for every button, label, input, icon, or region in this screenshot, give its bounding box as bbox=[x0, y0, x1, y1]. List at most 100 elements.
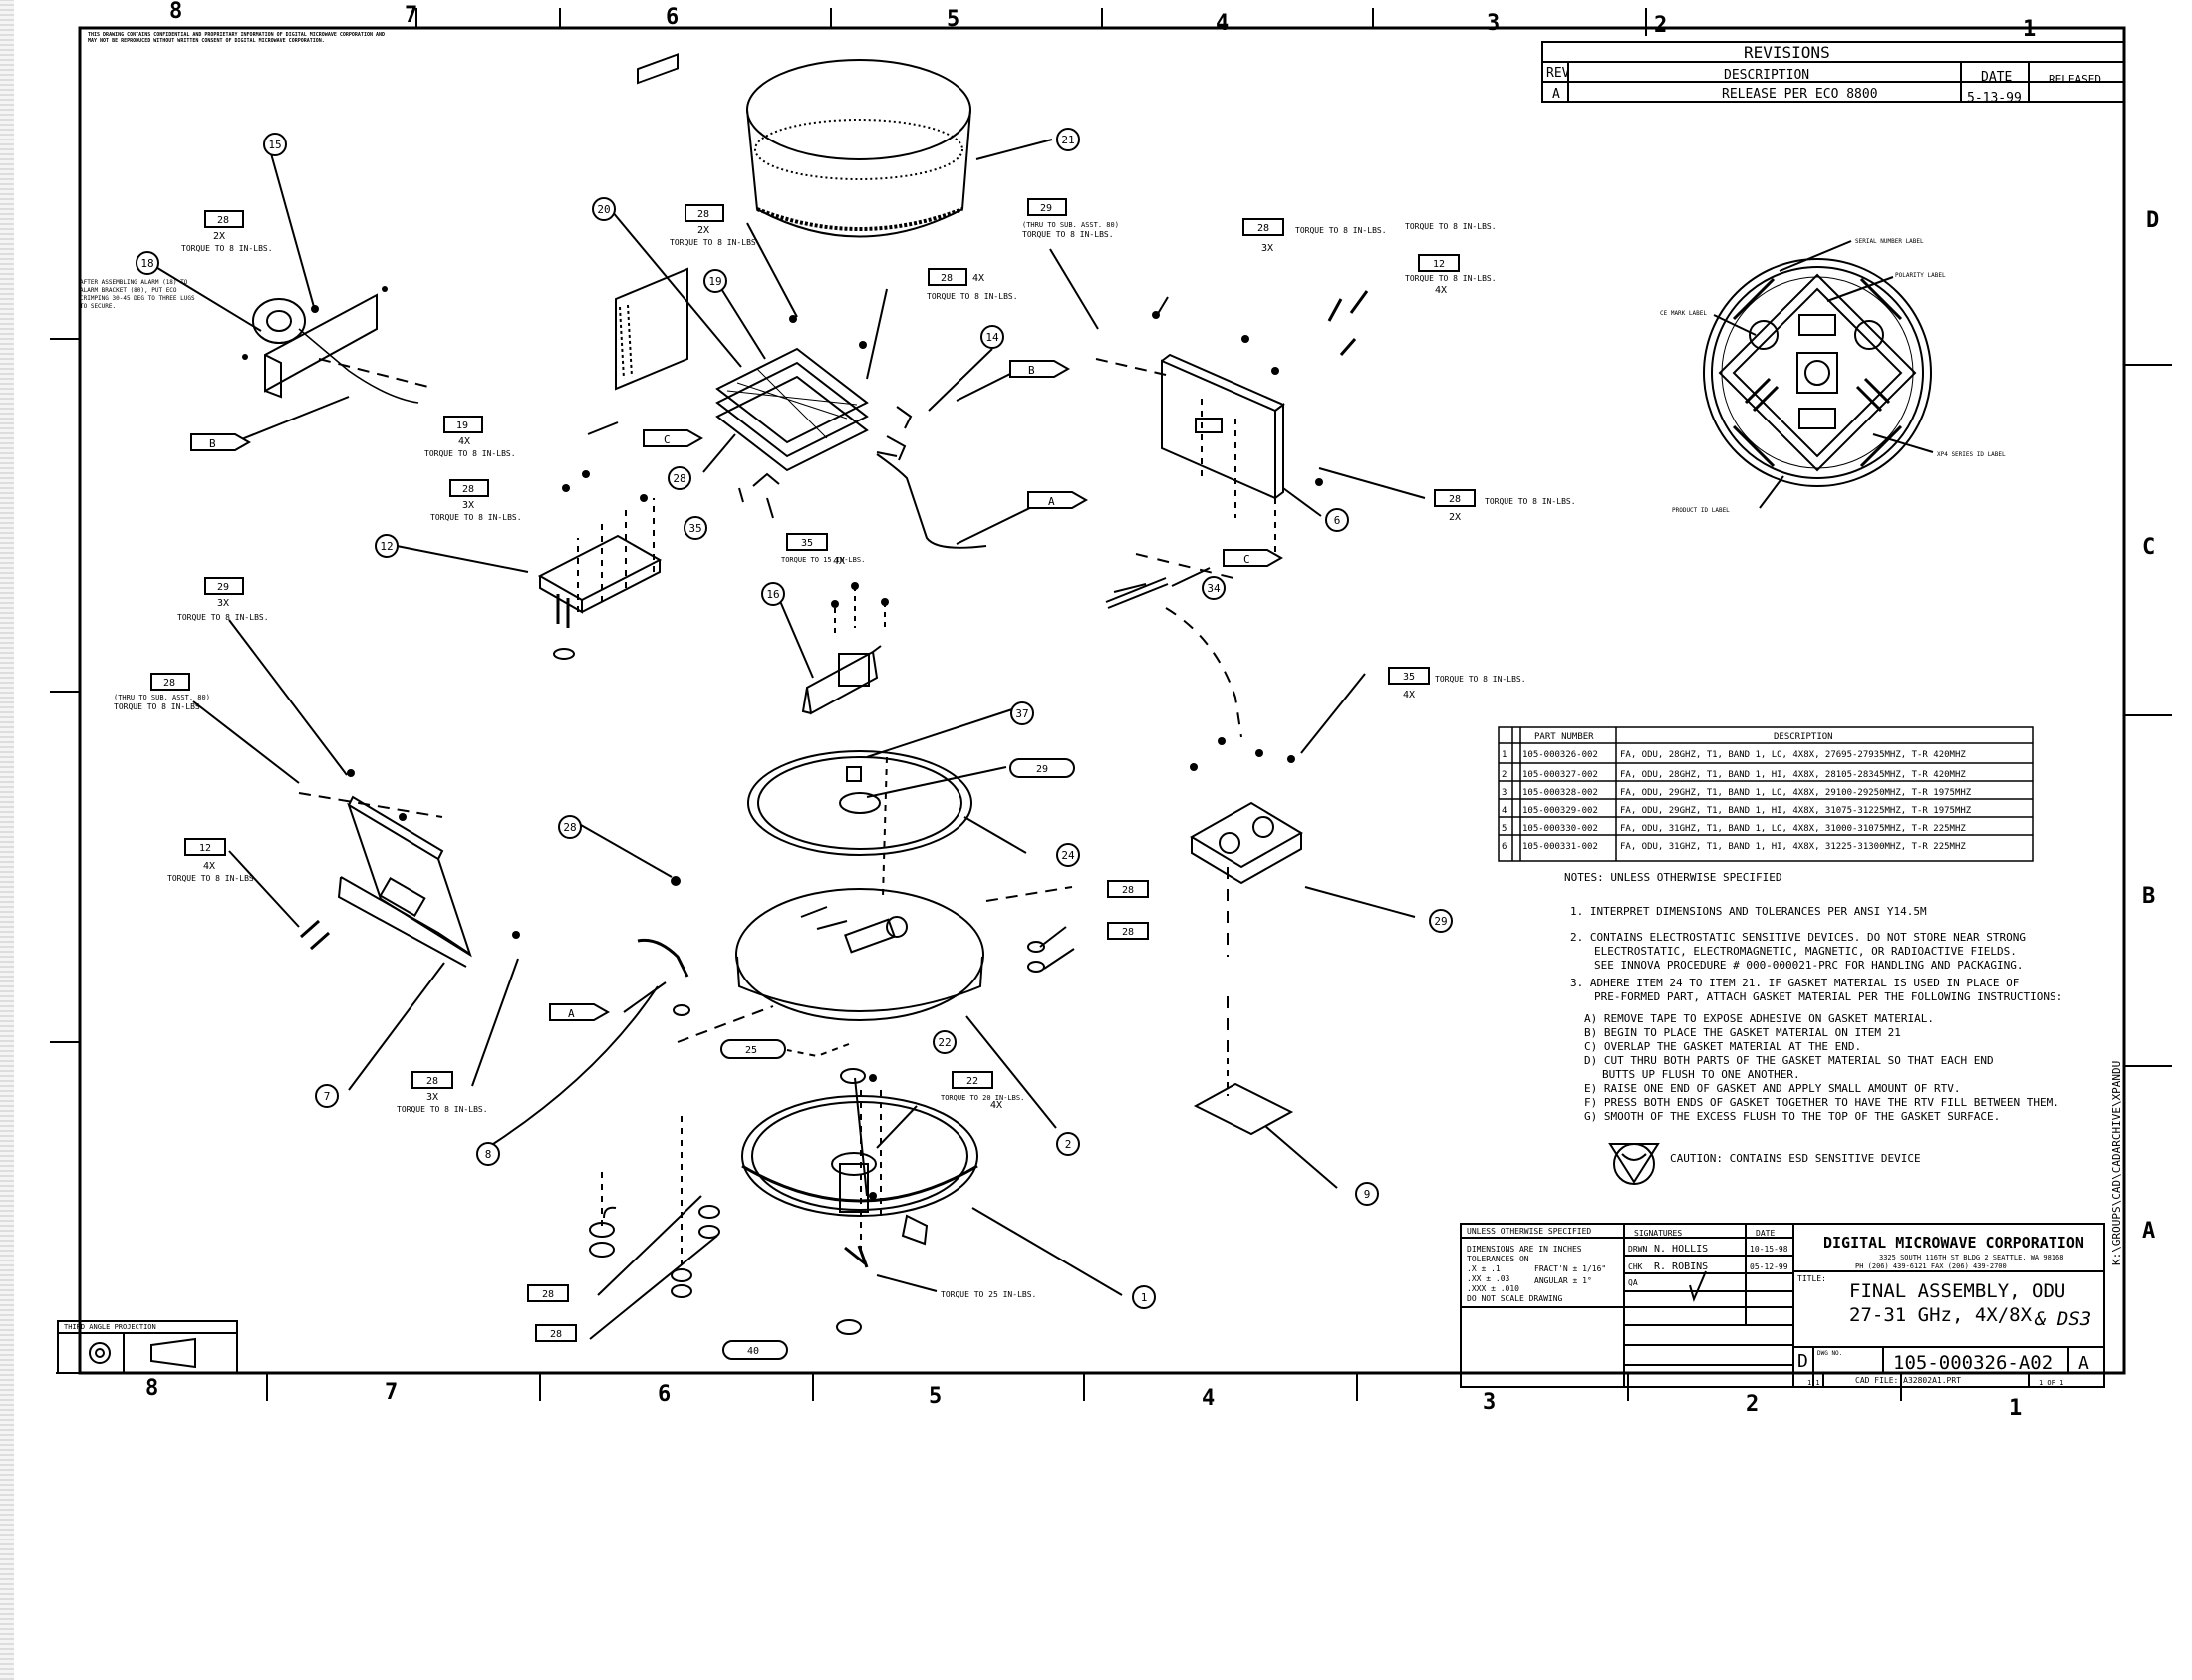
leader-7 bbox=[348, 962, 445, 1091]
balloon-24: 24 bbox=[1056, 843, 1080, 867]
svg-text:TORQUE TO 8 IN-LBS.: TORQUE TO 8 IN-LBS. bbox=[670, 238, 761, 247]
zone-right-d: D bbox=[2146, 208, 2159, 233]
flag-b-top: B bbox=[190, 433, 252, 451]
tb-tol2: .XX ± .03 bbox=[1467, 1274, 1510, 1283]
third-angle-projection bbox=[57, 1320, 238, 1374]
tb-handwritten: & DS3 bbox=[2034, 1308, 2091, 1330]
svg-text:TORQUE TO 8 IN-LBS.: TORQUE TO 8 IN-LBS. bbox=[167, 874, 259, 883]
tb-angular: ANGULAR ± 1° bbox=[1534, 1276, 1592, 1285]
svg-text:TORQUE TO 8 IN-LBS.: TORQUE TO 8 IN-LBS. bbox=[181, 244, 273, 253]
balloon-22: 22 bbox=[933, 1030, 957, 1054]
svg-text:TORQUE TO 8 IN-LBS.: TORQUE TO 8 IN-LBS. bbox=[430, 513, 522, 522]
part-row-1-num: 1 bbox=[1502, 750, 1507, 760]
note-d2: BUTTS UP FLUSH TO ONE ANOTHER. bbox=[1602, 1068, 1800, 1081]
note-c: C) OVERLAP THE GASKET MATERIAL AT THE EN… bbox=[1584, 1040, 1861, 1053]
svg-text:21: 21 bbox=[1061, 134, 1074, 146]
rev-header: REV bbox=[1546, 66, 1570, 81]
zone-bottom-5: 5 bbox=[929, 1384, 942, 1409]
zone-bottom-8: 8 bbox=[145, 1376, 158, 1401]
leader-29-right bbox=[1304, 886, 1416, 918]
tb-title-label: TITLE: bbox=[1797, 1274, 1826, 1283]
leader-18-lower bbox=[471, 958, 519, 1087]
part-row-5-num: 5 bbox=[1502, 824, 1507, 834]
box-left-frame: 29 3X TORQUE TO 8 IN-LBS. bbox=[177, 577, 269, 622]
svg-text:28: 28 bbox=[1257, 223, 1269, 234]
part-row-2-pn: 105-000327-002 bbox=[1522, 770, 1598, 780]
svg-text:28: 28 bbox=[941, 273, 953, 284]
balloon-16: 16 bbox=[761, 582, 785, 606]
filter-module bbox=[1190, 801, 1303, 885]
svg-text:C: C bbox=[1243, 553, 1250, 566]
checkmark bbox=[1689, 1270, 1707, 1302]
pcb-lower-left bbox=[537, 534, 663, 660]
tb-address2: PH (206) 439-6121 FAX (206) 439-2700 bbox=[1855, 1262, 2007, 1270]
alarm-bracket bbox=[252, 293, 419, 404]
leader-16 bbox=[776, 593, 814, 679]
leader-19 bbox=[714, 278, 766, 360]
svg-text:19: 19 bbox=[456, 420, 468, 431]
part-row-2-desc: FA, ODU, 28GHZ, T1, BAND 1, HI, 4X8X, 28… bbox=[1620, 770, 1966, 780]
leader-xpic-label bbox=[1872, 433, 1934, 453]
hardware bbox=[242, 286, 1323, 1200]
svg-text:29: 29 bbox=[1434, 915, 1447, 928]
zone-bottom-7: 7 bbox=[385, 1380, 398, 1405]
note-d1: D) CUT THRU BOTH PARTS OF THE GASKET MAT… bbox=[1584, 1054, 1994, 1067]
balloon-20: 20 bbox=[592, 197, 616, 221]
svg-text:1: 1 bbox=[1141, 1291, 1148, 1304]
svg-text:4X: 4X bbox=[833, 556, 845, 567]
tb-cad: CAD FILE: A32802A1.PRT bbox=[1855, 1376, 1961, 1385]
svg-text:18: 18 bbox=[140, 257, 153, 270]
leader-35-right bbox=[1300, 673, 1366, 754]
svg-text:20: 20 bbox=[597, 203, 610, 216]
svg-text:14: 14 bbox=[985, 331, 999, 344]
note-2a: 2. CONTAINS ELECTROSTATIC SENSITIVE DEVI… bbox=[1570, 931, 2026, 944]
note-a: A) REMOVE TAPE TO EXPOSE ADHESIVE ON GAS… bbox=[1584, 1012, 1934, 1025]
parts-table bbox=[1498, 726, 2034, 862]
leader-polarity-label bbox=[1826, 276, 1894, 302]
svg-text:6: 6 bbox=[1334, 514, 1341, 527]
tb-noscale: DO NOT SCALE DRAWING bbox=[1467, 1294, 1563, 1303]
balloon-35: 35 bbox=[684, 516, 707, 540]
leader-a-lower bbox=[623, 981, 667, 1013]
balloon-2: 2 bbox=[1056, 1132, 1080, 1156]
leader-21 bbox=[975, 139, 1053, 160]
leader-24 bbox=[963, 816, 1027, 854]
tb-company: DIGITAL MICROWAVE CORPORATION bbox=[1823, 1234, 2084, 1252]
chassis-plate bbox=[735, 888, 984, 1021]
balloon-9: 9 bbox=[1355, 1182, 1379, 1206]
date-header: DATE bbox=[1981, 70, 2012, 85]
svg-text:TORQUE TO 8 IN-LBS.: TORQUE TO 8 IN-LBS. bbox=[397, 1105, 488, 1114]
box-circulator: 35 TORQUE TO 15 IN-LBS. 4X bbox=[781, 533, 865, 567]
part-row-6-num: 6 bbox=[1502, 842, 1507, 852]
tb-tolerances: TOLERANCES ON bbox=[1467, 1255, 1529, 1263]
parts-header-desc: DESCRIPTION bbox=[1774, 732, 1833, 742]
balloon-18: 18 bbox=[136, 251, 159, 275]
part-row-3-pn: 105-000328-002 bbox=[1522, 788, 1598, 798]
tb-tol1: .X ± .1 bbox=[1467, 1264, 1501, 1273]
part-row-6-pn: 105-000331-002 bbox=[1522, 842, 1598, 852]
tb-size: D bbox=[1797, 1351, 1808, 1372]
leader-18 bbox=[148, 262, 262, 332]
leader-26-right bbox=[1318, 467, 1426, 499]
board-stack bbox=[715, 347, 869, 472]
zone-top-6: 6 bbox=[666, 5, 679, 30]
leader-39 bbox=[597, 1195, 702, 1296]
zone-top-1: 1 bbox=[2023, 17, 2036, 42]
leader-torque-25 bbox=[876, 1274, 938, 1292]
leader-ce-label bbox=[1713, 314, 1757, 336]
tb-title2: 27-31 GHz, 4X/8X bbox=[1849, 1304, 2033, 1326]
leader-11 bbox=[228, 850, 300, 928]
tb-address1: 3325 SOUTH 116TH ST BLDG 2 SEATTLE, WA 9… bbox=[1879, 1254, 2063, 1261]
svg-text:TORQUE TO 8 IN-LBS.: TORQUE TO 8 IN-LBS. bbox=[177, 613, 269, 622]
part-row-3-desc: FA, ODU, 29GHZ, T1, BAND 1, LO, 4X8X, 29… bbox=[1620, 788, 1972, 798]
box-far-right-upper: 12 TORQUE TO 8 IN-LBS. 4X bbox=[1405, 254, 1497, 296]
svg-text:28: 28 bbox=[1449, 494, 1461, 505]
box-bottom-28b: 28 bbox=[535, 1324, 577, 1342]
revisions-block bbox=[1541, 41, 2125, 103]
svg-text:12: 12 bbox=[199, 843, 211, 854]
box-thru-top: 29 (THRU TO SUB. ASST. 80) TORQUE TO 8 I… bbox=[1022, 198, 1119, 239]
svg-text:3X: 3X bbox=[217, 598, 229, 609]
svg-text:12: 12 bbox=[1433, 259, 1445, 270]
leader-product-label bbox=[1759, 475, 1784, 509]
tb-rev: A bbox=[2078, 1353, 2089, 1374]
